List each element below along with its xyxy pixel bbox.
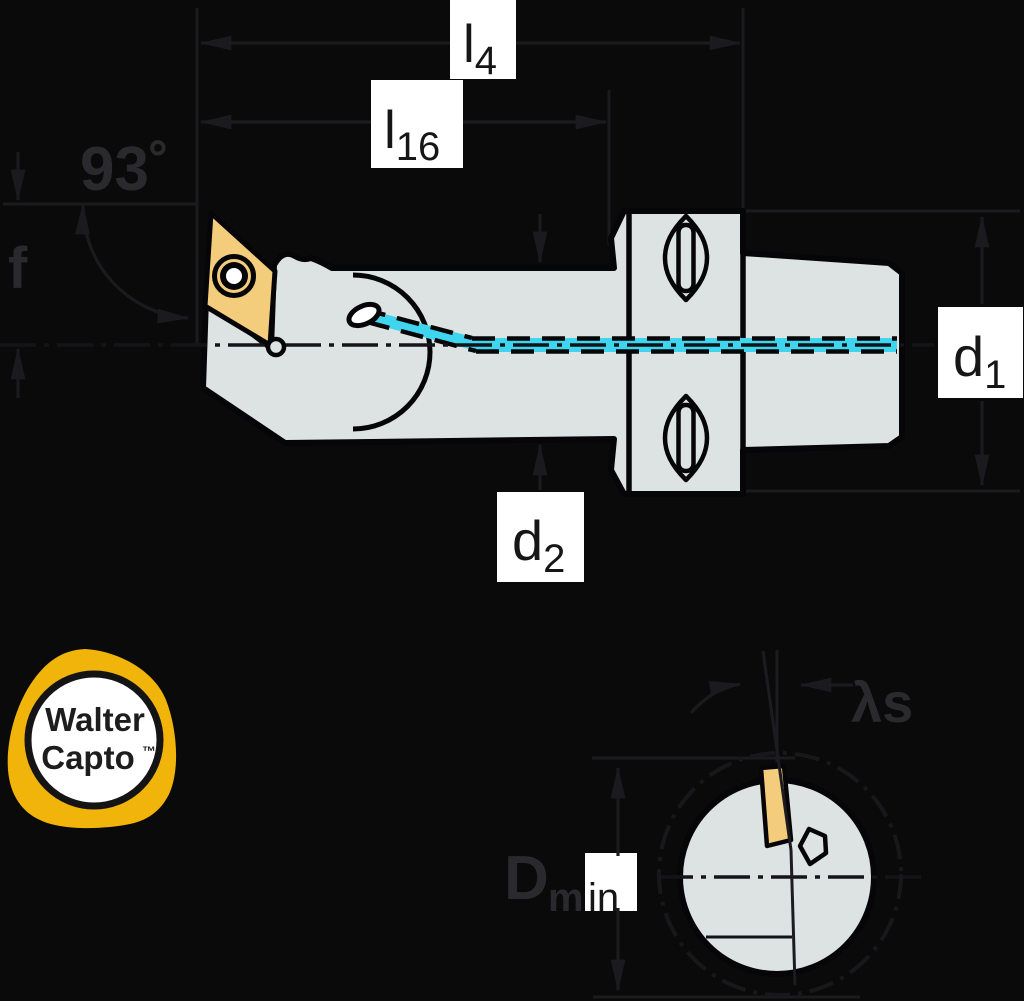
f-label: f bbox=[8, 236, 28, 301]
lambda-label: λs bbox=[851, 671, 913, 734]
d2-label: d2 bbox=[512, 509, 565, 581]
logo-word-walter: Walter bbox=[45, 701, 145, 738]
end-view-coolant-outlet bbox=[797, 826, 829, 867]
dmin-label-sub-dark: m bbox=[548, 876, 584, 920]
side-view-labels: l4 l16 d2 d1 bbox=[371, 0, 1023, 582]
insert-nose-radius bbox=[265, 336, 287, 358]
coolant-duct-straight bbox=[468, 338, 897, 352]
coolant-duct-angled bbox=[361, 308, 477, 351]
insert-screw-center bbox=[226, 268, 242, 284]
l4-label: l4 bbox=[463, 15, 497, 83]
coolant-inlet-hole bbox=[346, 301, 382, 329]
logo-trademark: ™ bbox=[142, 743, 156, 759]
cutting-insert bbox=[202, 210, 287, 358]
flange-slot-top bbox=[662, 213, 710, 303]
angle-label: 93˚ bbox=[80, 135, 170, 204]
angle-arc-93 bbox=[75, 202, 190, 324]
logo-word-capto: Capto bbox=[41, 739, 135, 776]
end-view-insert bbox=[758, 763, 794, 849]
d2-label-box bbox=[497, 492, 584, 582]
lambda-inclination-line bbox=[761, 650, 797, 986]
end-view: λs D m in bbox=[504, 650, 922, 999]
lambda-arrow-left bbox=[689, 681, 742, 715]
l16-label-box bbox=[371, 80, 463, 168]
walter-capto-logo: Walter Capto ™ bbox=[7, 649, 177, 829]
dmin-label-main: D bbox=[504, 844, 549, 913]
l4-label-box bbox=[450, 0, 516, 79]
flange-slot-bottom bbox=[662, 393, 710, 483]
insert-screw-outer-ring bbox=[212, 254, 256, 298]
logo-inner-circle bbox=[24, 670, 164, 810]
cartridge-circle bbox=[352, 272, 433, 432]
coolant-hidden-line-1 bbox=[362, 306, 473, 341]
d1-label-box bbox=[938, 307, 1023, 398]
d1-label: d1 bbox=[953, 325, 1006, 397]
coolant-hidden-line-2 bbox=[366, 319, 477, 354]
side-view-tool bbox=[0, 208, 934, 497]
dmin-label-sub-boxed: in bbox=[588, 876, 619, 920]
l16-label: l16 bbox=[384, 101, 440, 169]
dmin-label-box bbox=[585, 853, 637, 911]
coolant-channel bbox=[346, 301, 897, 354]
dmin-bore-circle bbox=[657, 751, 903, 997]
